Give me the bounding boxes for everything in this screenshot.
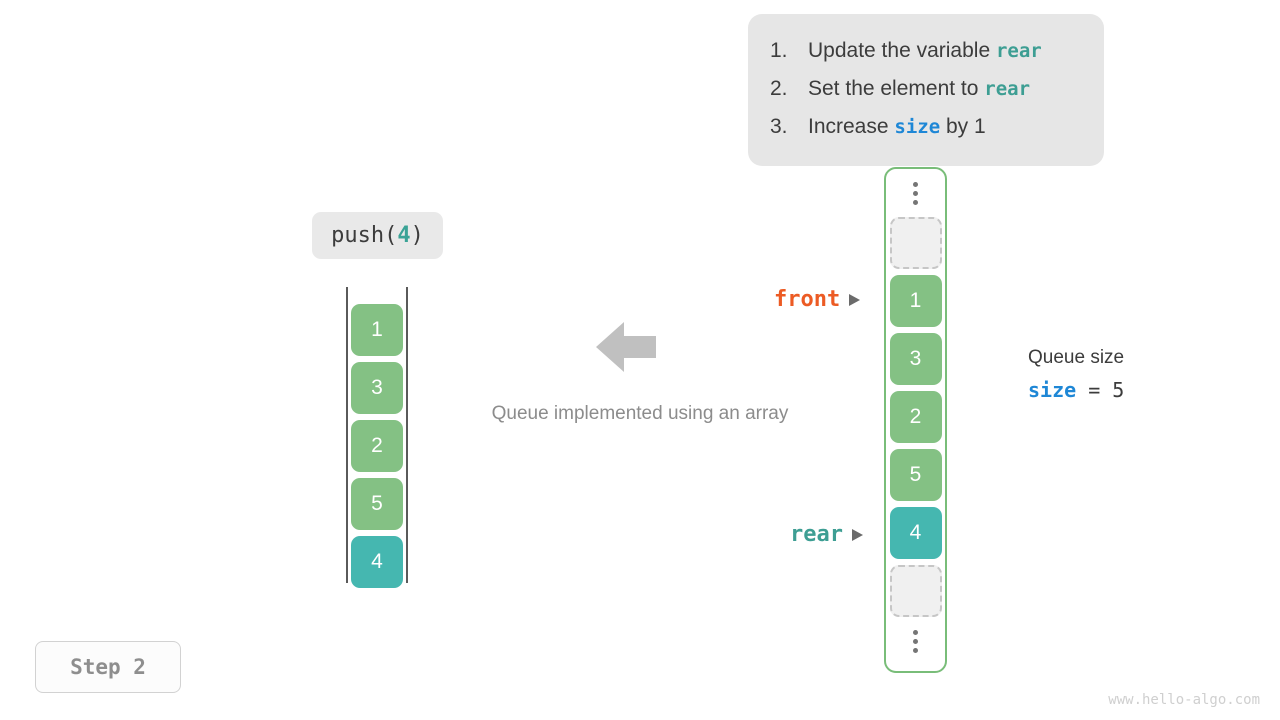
instruction-number: 3.	[770, 115, 788, 138]
queue-size-title: Queue size	[1028, 347, 1125, 368]
instruction-text: Increase size by 1	[808, 108, 986, 146]
queue-cell: 2	[351, 420, 403, 472]
vertical-ellipsis-icon	[913, 617, 918, 665]
watermark: www.hello-algo.com	[1108, 692, 1260, 708]
pointer-front: front	[774, 287, 861, 312]
ellipsis-dot	[913, 190, 918, 196]
diagram-caption: Queue implemented using an array	[491, 403, 789, 424]
array-view: 1 3 2 5 4	[884, 167, 947, 673]
queue-cell-new: 4	[351, 536, 403, 588]
pointer-rear: rear	[790, 522, 863, 547]
operation-close-paren: )	[410, 223, 424, 248]
step-badge: Step 2	[35, 641, 181, 693]
array-cell: 1	[889, 275, 942, 327]
operation-label: push(4)	[312, 212, 443, 259]
arrowhead-icon	[849, 293, 861, 306]
array-cell-new: 4	[889, 507, 942, 559]
instruction-text: Update the variable rear	[808, 32, 1042, 70]
ellipsis-dot	[913, 629, 918, 635]
instruction-callout: 1. Update the variable rear 2. Set the e…	[748, 14, 1104, 166]
queue-size-value: 5	[1112, 378, 1125, 402]
ellipsis-dot	[913, 647, 918, 653]
ellipsis-dot	[913, 199, 918, 205]
pointer-rear-label: rear	[790, 522, 843, 547]
operation-value: 4	[397, 223, 411, 248]
instruction-text-pre: Increase	[808, 115, 895, 138]
queue-size-variable: size	[1028, 378, 1077, 402]
instruction-item: 1. Update the variable rear	[770, 32, 1082, 70]
instruction-number: 1.	[770, 39, 788, 62]
ellipsis-dot	[913, 638, 918, 644]
queue-rail-right	[406, 287, 408, 583]
instruction-keyword: rear	[984, 78, 1031, 100]
queue-size-readout: Queue size size = 5	[1028, 343, 1124, 407]
instruction-text: Set the element to rear	[808, 70, 1030, 108]
instruction-number: 2.	[770, 77, 788, 100]
operation-name: push(	[331, 223, 398, 248]
queue-cell-list: 1 3 2 5 4	[351, 304, 403, 588]
instruction-text-post: by 1	[940, 115, 986, 138]
instruction-keyword: rear	[995, 40, 1042, 62]
array-cell: 5	[889, 449, 942, 501]
queue-rail-left	[346, 287, 348, 583]
instruction-text-pre: Update the variable	[808, 39, 996, 62]
queue-size-expression: size = 5	[1028, 373, 1124, 407]
queue-view: 1 3 2 5 4	[346, 287, 408, 588]
ellipsis-dot	[913, 181, 918, 187]
queue-cell: 1	[351, 304, 403, 356]
array-cell: 2	[889, 391, 942, 443]
array-cell-list: 1 3 2 5 4	[889, 217, 942, 617]
instruction-item: 2. Set the element to rear	[770, 70, 1082, 108]
vertical-ellipsis-icon	[913, 169, 918, 217]
arrowhead-icon	[851, 528, 863, 541]
pointer-front-label: front	[774, 287, 841, 312]
instruction-keyword: size	[894, 116, 941, 138]
array-cell-empty	[889, 565, 942, 617]
queue-size-operator: =	[1076, 378, 1113, 402]
left-arrow-icon	[596, 322, 656, 372]
instruction-text-pre: Set the element to	[808, 77, 985, 100]
instruction-item: 3. Increase size by 1	[770, 108, 1082, 146]
queue-cell: 5	[351, 478, 403, 530]
array-cell: 3	[889, 333, 942, 385]
array-cell-empty	[889, 217, 942, 269]
queue-cell: 3	[351, 362, 403, 414]
